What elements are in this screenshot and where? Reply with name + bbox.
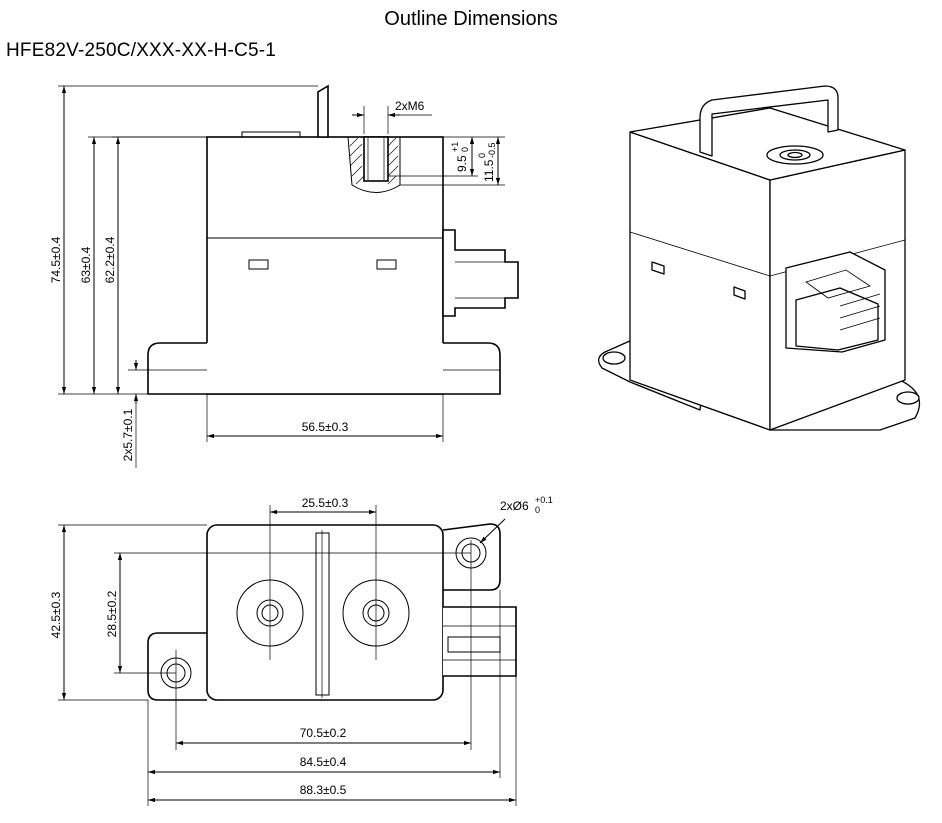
svg-text:+0.1: +0.1 <box>535 495 553 505</box>
dim-terminal-spacing: 25.5±0.3 <box>302 496 349 510</box>
thread-callout: 2xM6 <box>395 99 425 113</box>
dim-hole-offset: 28.5±0.2 <box>105 590 119 637</box>
iso-bracket <box>699 85 839 157</box>
svg-text:2xØ6: 2xØ6 <box>500 499 529 513</box>
top-flange-left <box>147 632 207 701</box>
isometric-view <box>598 85 921 431</box>
top-view: 25.5±0.3 2xØ6 +0.1 0 42.5±0.3 28.5±0.2 7… <box>49 495 553 806</box>
top-flange-right <box>442 523 501 591</box>
thread-insert <box>363 136 389 182</box>
connector <box>442 229 519 317</box>
vent-slot <box>248 259 269 270</box>
terminal-post <box>317 84 329 138</box>
dim-hole-spacing: 70.5±0.2 <box>300 726 347 740</box>
svg-text:-0.5: -0.5 <box>487 142 497 158</box>
iso-face-top <box>629 107 906 181</box>
svg-text:+1: +1 <box>450 142 460 152</box>
vent-slot <box>376 259 397 270</box>
svg-text:0: 0 <box>535 505 540 515</box>
svg-text:0: 0 <box>477 153 487 158</box>
side-view: 74.5±0.4 63±0.4 62.2±0.4 2x5.7±0.1 56.5±… <box>49 84 519 468</box>
divider <box>315 532 330 696</box>
top-connector <box>443 606 517 677</box>
model-number: HFE82V-250C/XXX-XX-H-C5-1 <box>6 40 277 61</box>
page-title: Outline Dimensions <box>384 8 558 30</box>
svg-text:9.5: 9.5 <box>455 155 469 172</box>
dim-insert-depth: 11.5 0 -0.5 <box>477 142 497 182</box>
iso-face-left <box>629 131 771 431</box>
mount-flange <box>147 342 501 395</box>
dim-top-height: 42.5±0.3 <box>49 591 63 638</box>
dim-height-body: 63±0.4 <box>79 246 93 283</box>
dim-total-width: 88.3±0.5 <box>300 783 347 797</box>
top-plate <box>241 131 301 138</box>
svg-text:0: 0 <box>460 147 470 152</box>
dim-flange-thickness: 2x5.7±0.1 <box>121 408 135 461</box>
dim-width: 56.5±0.3 <box>302 420 349 434</box>
insert-section <box>347 136 401 193</box>
insert-hatch <box>349 137 399 185</box>
dim-height-total: 74.5±0.4 <box>49 236 63 283</box>
dim-thread-depth: 9.5 +1 0 <box>450 142 470 172</box>
dim-hole-diameter: 2xØ6 +0.1 0 <box>500 495 553 515</box>
svg-text:11.5: 11.5 <box>482 159 496 182</box>
dim-height-inner: 62.2±0.4 <box>103 236 117 283</box>
dim-flange-width: 84.5±0.4 <box>300 755 347 769</box>
top-body <box>206 524 444 701</box>
